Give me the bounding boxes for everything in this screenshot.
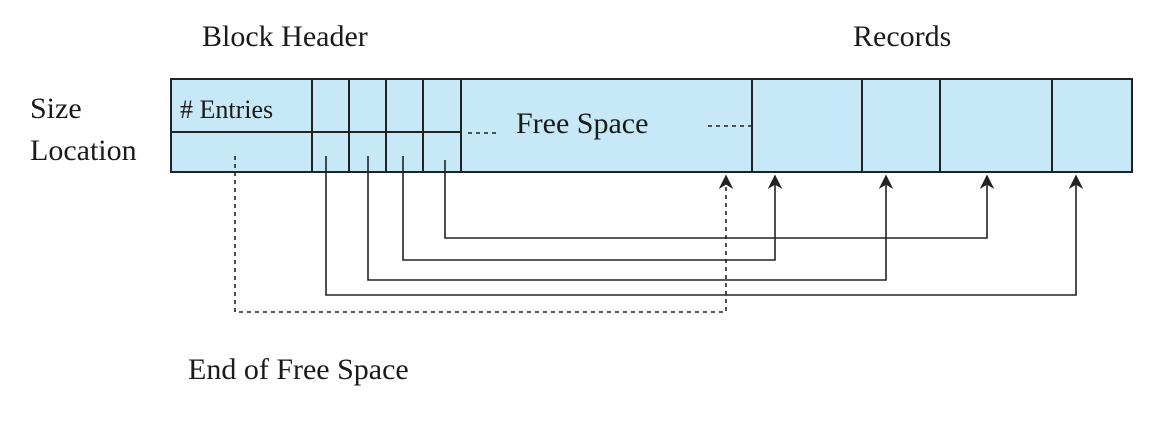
entries-label: # Entries (180, 95, 273, 124)
header-cell-dividers (311, 79, 462, 172)
end-of-free-space-pointer (234, 156, 734, 313)
block (170, 78, 1133, 173)
pointer-slot3-record1 (402, 156, 783, 261)
free-space-label: Free Space (516, 107, 648, 140)
records-label: Records (853, 20, 951, 53)
pointer-slot2-record2 (367, 156, 894, 281)
size-label: Size (30, 92, 82, 125)
pointer-slot1-record4 (325, 156, 1084, 296)
location-label: Location (30, 134, 137, 167)
pointer-slot4-record3 (444, 160, 995, 239)
end-of-free-space-label: End of Free Space (188, 353, 409, 386)
block-header-label: Block Header (202, 20, 368, 53)
